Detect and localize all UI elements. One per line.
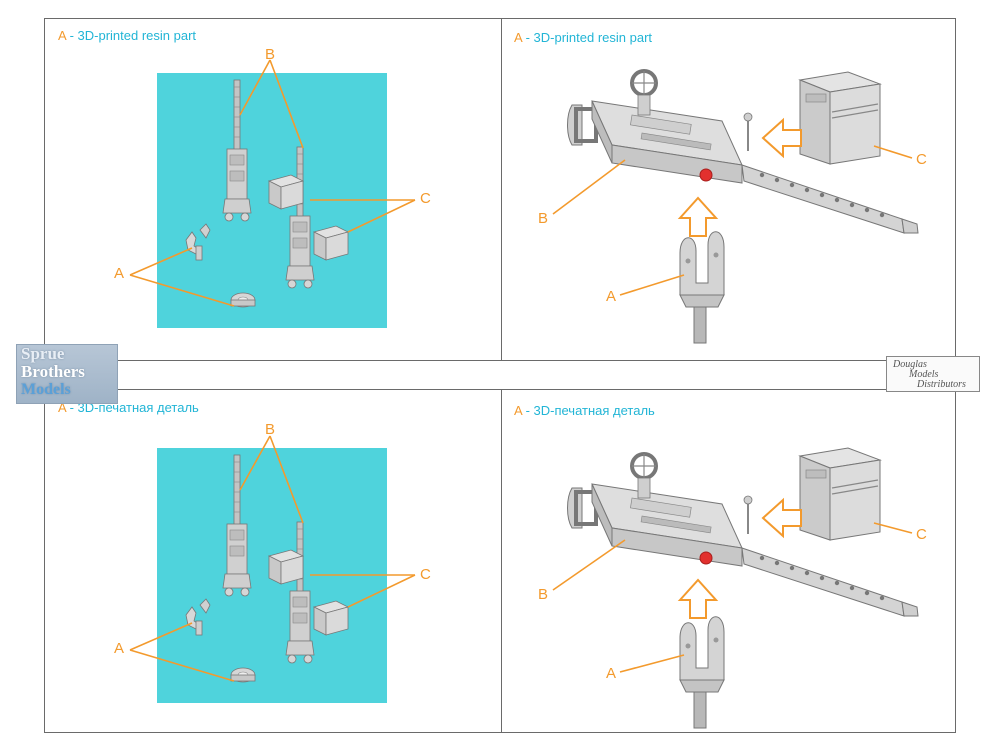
callout-a-top-left: A (114, 265, 125, 282)
watermark-sprue-brothers: Sprue Brothers Models (16, 344, 118, 404)
insert-arrow-up-top (679, 197, 717, 237)
callout-a-bottom-right: A (606, 665, 617, 682)
parts-set-top (185, 79, 349, 308)
watermark-line-2: Brothers (21, 362, 85, 381)
watermark-line-2: Models (909, 369, 939, 380)
title-text: - 3D-printed resin part (521, 30, 653, 45)
title-letter: A (514, 30, 522, 45)
leader-lines-bottom-right (552, 522, 913, 673)
watermark-line-3: Models (21, 381, 71, 398)
callout-c-bottom-left: C (420, 566, 431, 583)
title-text: - 3D-printed resin part (65, 28, 197, 43)
callout-c-top-right: C (916, 151, 927, 168)
watermark-line-1: Douglas (893, 359, 927, 370)
parts-set-bottom (185, 454, 349, 683)
yoke-mount-top (679, 231, 725, 344)
callout-c-top-left: C (420, 190, 431, 207)
watermark-line-1: Sprue (21, 344, 65, 363)
leader-lines-bottom-left (129, 435, 416, 682)
leader-lines-top-right (552, 145, 913, 296)
callout-b-bottom-right: B (538, 586, 549, 603)
ammo-box-bottom (799, 447, 881, 541)
watermark-douglas-models: Douglas Models Distributors (886, 356, 980, 392)
leader-lines-top-left (129, 59, 416, 307)
panel-title-top-left: A - 3D-printed resin part (58, 28, 196, 43)
panel-title-top-right: A - 3D-printed resin part (514, 30, 652, 45)
panel-top-right (501, 18, 956, 361)
insert-arrow-left-top (762, 119, 802, 157)
yoke-mount-bottom (679, 616, 725, 729)
title-letter: A (58, 28, 66, 43)
title-letter: A (514, 403, 522, 418)
callout-b-top-left: B (265, 46, 276, 63)
callout-a-top-right: A (606, 288, 617, 305)
watermark-line-3: Distributors (917, 379, 966, 390)
title-text: - 3D-печатная деталь (521, 403, 655, 418)
ammo-box-top (799, 71, 881, 165)
callout-a-bottom-left: A (114, 640, 125, 657)
callout-c-bottom-right: C (916, 526, 927, 543)
panel-title-bottom-right: A - 3D-печатная деталь (514, 403, 655, 418)
title-letter: A (58, 400, 66, 415)
callout-b-top-right: B (538, 210, 549, 227)
insert-arrow-up-bottom (679, 579, 717, 619)
callout-b-bottom-left: B (265, 421, 276, 438)
insert-arrow-left-bottom (762, 499, 802, 537)
